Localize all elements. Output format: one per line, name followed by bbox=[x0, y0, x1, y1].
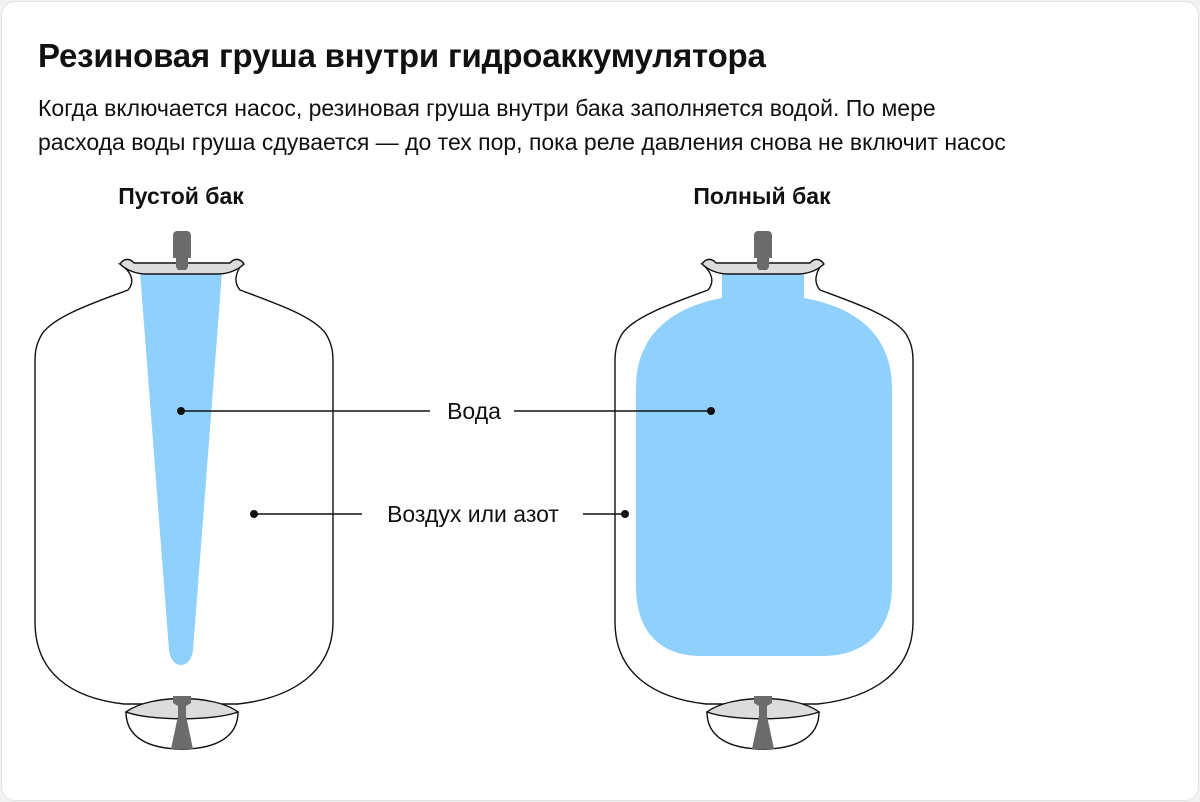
air-point-empty bbox=[250, 510, 258, 518]
water-callout-label: Вода bbox=[447, 398, 501, 424]
page-title: Резиновая груша внутри гидроаккумулятора bbox=[38, 37, 766, 74]
air-callout: Воздух или азот bbox=[250, 501, 629, 527]
subtitle-line-1: Когда включается насос, резиновая груша … bbox=[38, 95, 936, 121]
full-tank-label: Полный бак bbox=[693, 183, 831, 209]
full-tank: Полный бак bbox=[614, 183, 914, 750]
water-point-empty bbox=[177, 407, 185, 415]
full-tank-bottom-outlet bbox=[752, 696, 774, 749]
empty-tank-bottom-outlet bbox=[171, 696, 193, 749]
empty-tank-valve-icon bbox=[173, 231, 191, 270]
empty-tank: Пустой бак bbox=[34, 183, 334, 750]
empty-tank-label: Пустой бак bbox=[118, 183, 244, 209]
water-point-full bbox=[707, 407, 715, 415]
water-callout: Вода bbox=[177, 398, 715, 424]
air-point-full bbox=[621, 510, 629, 518]
full-tank-water bbox=[636, 272, 892, 656]
empty-tank-water bbox=[140, 272, 222, 665]
air-callout-label: Воздух или азот bbox=[387, 501, 559, 527]
subtitle-line-2: расхода воды груша сдувается — до тех по… bbox=[38, 129, 1006, 155]
subtitle: Когда включается насос, резиновая груша … bbox=[38, 91, 1006, 159]
full-tank-valve-icon bbox=[754, 231, 772, 270]
